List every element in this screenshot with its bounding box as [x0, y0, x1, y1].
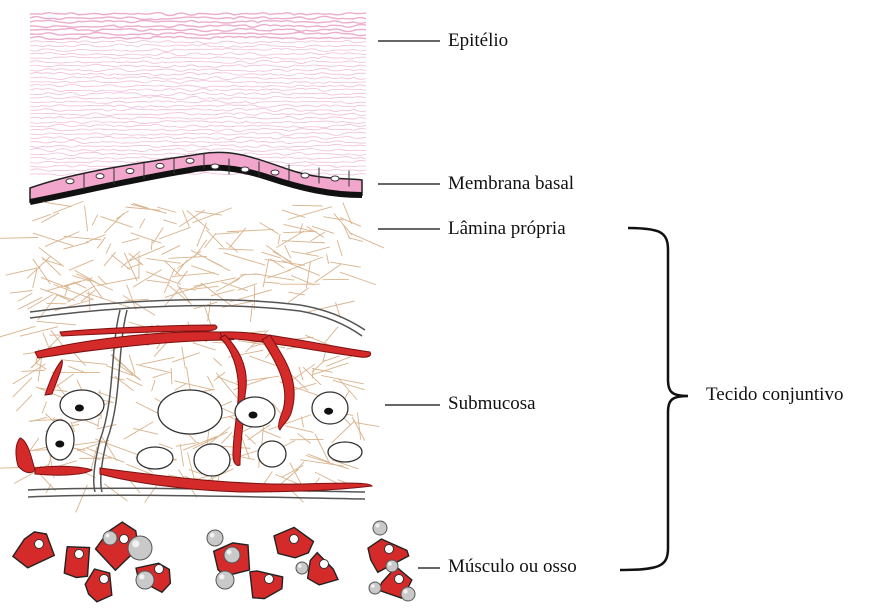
tecido-conjuntivo-brace	[620, 228, 688, 570]
label-membrana-basal: Membrana basal	[448, 174, 574, 193]
label-epitelio: Epitélio	[448, 31, 508, 50]
basal-membrane	[30, 152, 362, 202]
label-submucosa: Submucosa	[448, 394, 536, 413]
leader-lines	[378, 41, 440, 568]
label-lamina-propria: Lâmina própria	[448, 219, 566, 238]
label-musculo-osso: Músculo ou osso	[448, 557, 577, 576]
muscle-bone-layer	[13, 521, 415, 602]
label-tecido-conjuntivo: Tecido conjuntivo	[706, 385, 843, 404]
submucosa-layer	[0, 300, 379, 513]
epithelium-layer	[30, 13, 366, 176]
